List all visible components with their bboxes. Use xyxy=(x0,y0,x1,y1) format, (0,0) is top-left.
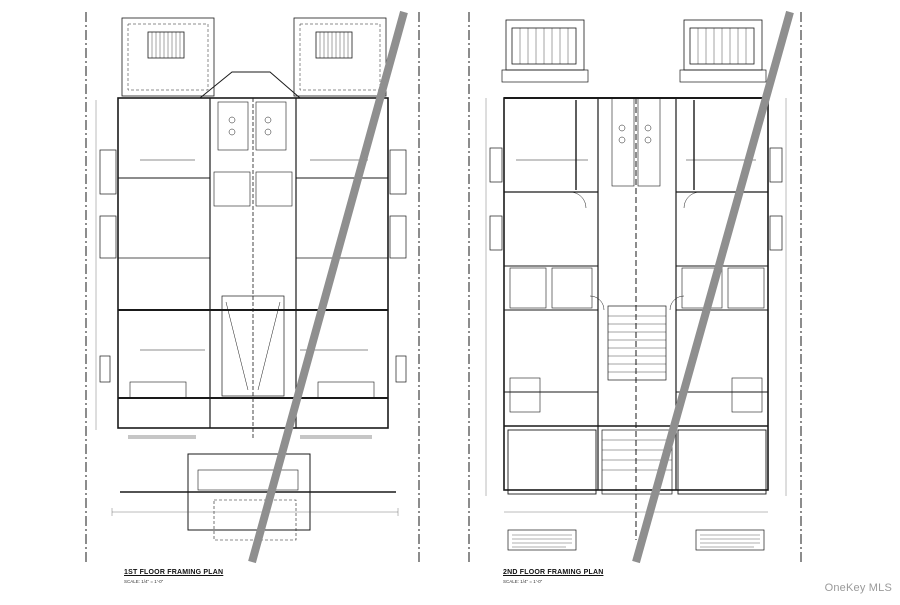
watermark-text: OneKey MLS xyxy=(824,582,892,594)
left-strike-line xyxy=(248,10,408,564)
first-floor-plan-scale: SCALE: 1/4" = 1'-0" xyxy=(124,579,164,584)
second-floor-plan-scale: SCALE: 1/4" = 1'-0" xyxy=(503,579,543,584)
first-floor-plan-title: 1ST FLOOR FRAMING PLAN xyxy=(124,569,224,576)
second-floor-plan-title: 2ND FLOOR FRAMING PLAN xyxy=(503,569,604,576)
first-floor-plan xyxy=(85,12,420,565)
second-floor-plan xyxy=(468,12,802,565)
right-strike-line xyxy=(632,10,794,564)
